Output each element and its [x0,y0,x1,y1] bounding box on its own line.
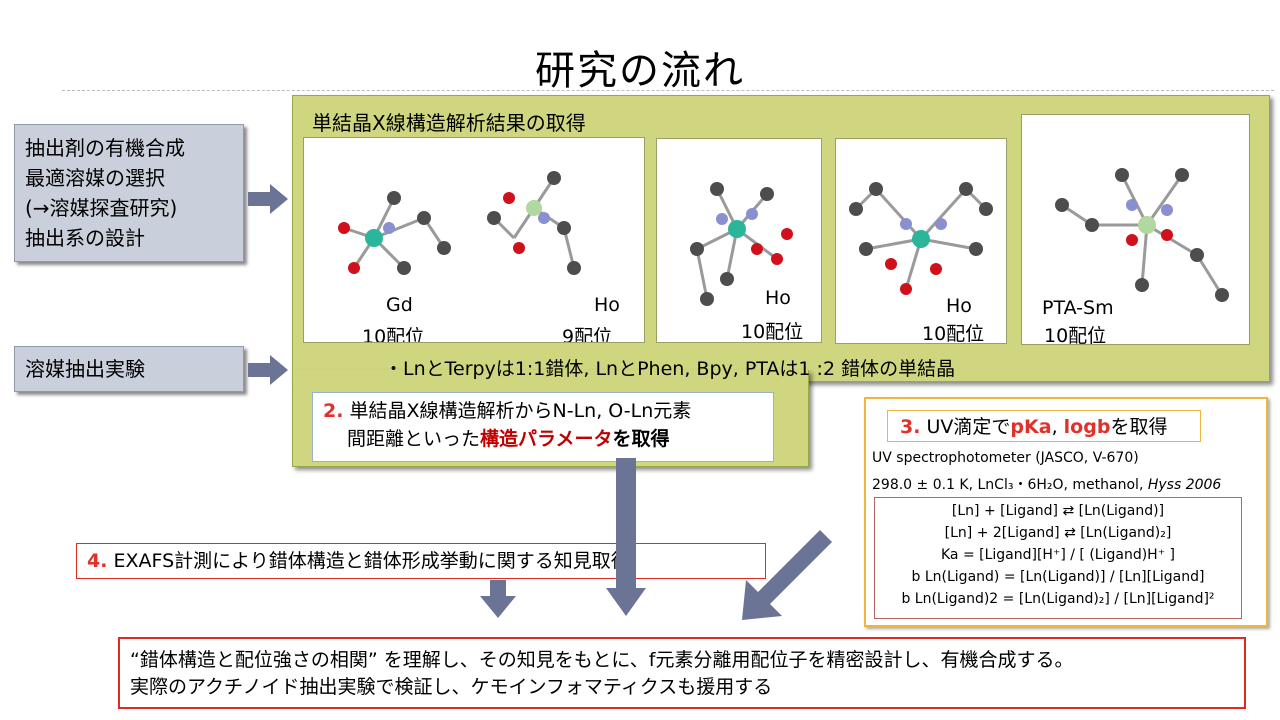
step-2-highlight: 構造パラメータ [480,428,613,450]
metal-label: Ho [594,294,620,316]
molecule-structure-icon [849,182,993,295]
step-4-text: EXAFS計測により錯体構造と錯体形成挙動に関する知見取得 [113,550,630,572]
step-number: 2. [323,400,344,422]
conclusion-line: “錯体構造と配位強さの相関” を理解し、その知見をもとに、f元素分離用配位子を精… [130,649,1074,671]
step-2-text: を取得 [612,428,670,450]
metal-label: Ho [946,295,972,317]
conclusion-line: 実際のアクチノイド抽出実験で検証し、ケモインフォマティクスも援用する [130,676,773,698]
synthesis-line: (→溶媒探査研究) [25,196,178,220]
coordination-label: 10配位 [362,326,425,343]
step-number: 4. [87,550,108,572]
logb-highlight: logb [1063,416,1111,438]
step-number: 3. [900,416,921,438]
crystal-note: ・LnとTerpyは1:1錯体, LnとPhen, Bpy, PTAは1 :2 … [384,358,956,380]
synthesis-line: 抽出剤の有機合成 [25,136,185,160]
synthesis-line: 抽出系の設計 [25,226,145,250]
equation: Ka = [Ligand][H⁺] / [ (Ligand)H⁺ ] [940,547,1176,563]
down-arrow-icon [480,580,516,618]
step-2-line-2: 間距離といった構造パラメータを取得 [323,425,763,453]
molecule-image-ho-2: Ho 10配位 [835,138,1007,344]
page-title: 研究の流れ [535,48,745,94]
software-text: Hyss 2006 [1147,477,1222,493]
step-2-box: 2. 単結晶X線構造解析からN-Ln, O-Ln元素 間距離といった構造パラメー… [312,392,774,462]
molecule-image-pta-sm: PTA-Sm 10配位 [1021,114,1250,345]
step-2-text: 間距離といった [347,428,481,450]
equation: [Ln] + [Ligand] ⇄ [Ln(Ligand)] [951,503,1165,519]
metal-label: Ho [765,287,791,309]
step-4-box: 4. EXAFS計測により錯体構造と錯体形成挙動に関する知見取得 [76,543,766,579]
crystal-heading: 単結晶X線構造解析結果の取得 [312,111,586,135]
molecule-structure-icon [338,171,581,275]
synthesis-box: 抽出剤の有機合成 最適溶媒の選択 (→溶媒探査研究) 抽出系の設計 [14,124,244,262]
synthesis-line: 最適溶媒の選択 [25,166,165,190]
diagonal-arrow-icon [742,530,832,620]
molecule-image-gd: Gd 10配位 Ho 9配位 [303,137,645,343]
conclusion-box: “錯体構造と配位強さの相関” を理解し、その知見をもとに、f元素分離用配位子を精… [118,637,1246,709]
coordination-label: 10配位 [1044,325,1107,345]
step-3-heading-box: 3. UV滴定でpKa, logbを取得 [887,410,1201,442]
coordination-label: 10配位 [922,323,985,344]
step-3-text: を取得 [1110,416,1168,438]
metal-label: Gd [386,294,413,316]
pka-highlight: pKa [1010,416,1052,438]
step-3-text: UV滴定で [926,416,1011,438]
right-arrow-icon [248,355,288,385]
equations-box: [Ln] + [Ligand] ⇄ [Ln(Ligand)] [Ln] + 2[… [874,497,1242,619]
step-3-text: , [1051,416,1064,438]
down-arrow-icon [606,458,646,616]
molecule-structure-icon [1055,168,1229,302]
extraction-box: 溶媒抽出実験 [14,346,244,392]
conditions-line: 298.0 ± 0.1 K, LnCl₃・6H₂O, methanol, Hys… [872,474,1221,494]
equation: b Ln(Ligand) = [Ln(Ligand)] / [Ln][Ligan… [911,569,1205,585]
step-2-text: 単結晶X線構造解析からN-Ln, O-Ln元素 [349,400,692,422]
step-2-line-1: 2. 単結晶X線構造解析からN-Ln, O-Ln元素 [323,397,763,425]
conditions-text: 298.0 ± 0.1 K, LnCl₃・6H₂O, methanol, [872,477,1144,493]
equation: [Ln] + 2[Ligand] ⇄ [Ln(Ligand)₂] [944,525,1172,541]
equation: b Ln(Ligand)2 = [Ln(Ligand)₂] / [Ln][Lig… [901,591,1215,607]
title-divider [62,90,1274,91]
coordination-label: 10配位 [741,321,804,343]
instrument-text: UV spectrophotometer (JASCO, V-670) [872,450,1139,466]
molecule-structure-icon [690,182,793,306]
extraction-label: 溶媒抽出実験 [25,357,145,381]
coordination-label: 9配位 [562,326,613,343]
metal-label: PTA-Sm [1042,297,1114,319]
right-arrow-icon [248,184,288,214]
molecule-image-ho-1: Ho 10配位 [656,138,822,343]
